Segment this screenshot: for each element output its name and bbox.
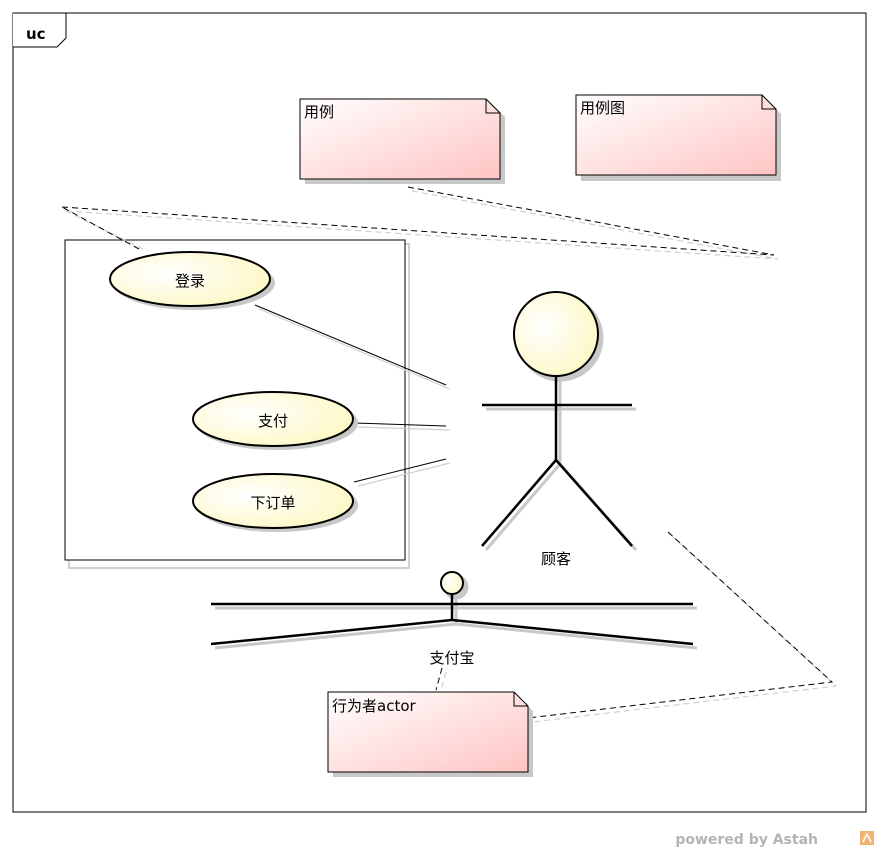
note-text: 行为者actor <box>332 697 416 715</box>
diagram-frame: uc <box>12 12 867 813</box>
note-connectors <box>61 186 838 723</box>
use-case-place-order[interactable]: 下订单 <box>192 473 358 532</box>
use-case-label: 登录 <box>175 272 205 290</box>
association-login-customer <box>254 304 447 386</box>
astah-logo-mark <box>862 832 872 843</box>
actor-label: 支付宝 <box>429 649 474 667</box>
actor-body <box>481 376 633 547</box>
note-actor[interactable]: 行为者actor <box>327 691 533 777</box>
note-text: 用例 <box>304 103 334 121</box>
use-case-label: 下订单 <box>250 494 295 512</box>
use-case-label: 支付 <box>258 412 288 430</box>
frame-tab-label: uc <box>26 25 46 43</box>
use-case-pay[interactable]: 支付 <box>192 391 358 450</box>
frame-tab <box>13 12 67 48</box>
actor-customer[interactable]: 顾客 <box>481 291 638 568</box>
actor-head <box>440 571 464 595</box>
watermark-text: powered by Astah <box>675 832 818 848</box>
actor-head <box>513 291 599 377</box>
associations <box>254 304 451 487</box>
note-text: 用例图 <box>580 99 625 117</box>
association-pay-customer <box>353 422 447 427</box>
actor-body <box>210 594 694 646</box>
use-case-login[interactable]: 登录 <box>109 251 275 310</box>
actor-label: 顾客 <box>541 550 571 568</box>
actor-alipay[interactable]: 支付宝 <box>210 571 698 667</box>
note-diagram[interactable]: 用例图 <box>575 94 781 181</box>
association-order-customer <box>353 458 447 483</box>
astah-watermark: powered by Astah <box>675 831 874 848</box>
note-use-case[interactable]: 用例 <box>299 98 505 184</box>
